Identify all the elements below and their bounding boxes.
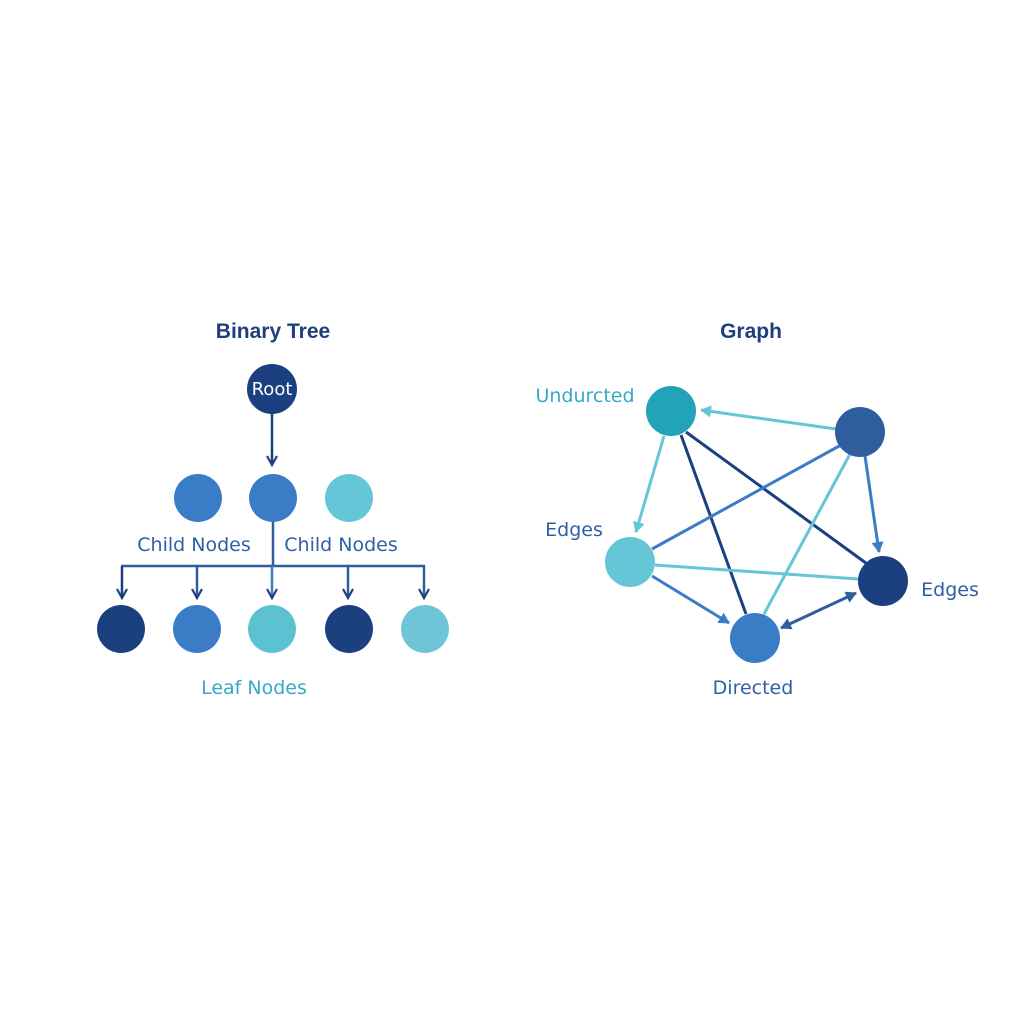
edge-b-e — [762, 453, 852, 615]
edge-a-to-c — [633, 435, 666, 533]
leaf-node-5 — [401, 605, 449, 653]
graph: Graph Undurcted Edges Edges Directed — [535, 320, 978, 699]
edge-e-d-bidirectional — [780, 591, 857, 630]
graph-label-edges-right: Edges — [921, 579, 979, 601]
leaf-node-1 — [97, 605, 145, 653]
leaf-node-2 — [173, 605, 221, 653]
graph-node-edges-right — [858, 556, 908, 606]
edge-b-c — [651, 443, 842, 551]
child-node-left — [174, 474, 222, 522]
edge-a-d — [685, 430, 871, 568]
edge-c-d — [654, 563, 859, 581]
graph-node-undurcted — [646, 386, 696, 436]
root-label: Root — [252, 379, 293, 400]
child-node-center — [249, 474, 297, 522]
tree-title: Binary Tree — [216, 320, 330, 343]
graph-label-edges-left: Edges — [545, 519, 603, 541]
binary-tree: Binary Tree Root Child Nodes Child Nodes… — [97, 320, 449, 699]
root-node — [247, 364, 297, 414]
edge-c-to-e — [651, 574, 730, 625]
child-label-right: Child Nodes — [284, 534, 397, 556]
leaf-node-4 — [325, 605, 373, 653]
leaf-label: Leaf Nodes — [201, 677, 307, 699]
graph-title: Graph — [720, 320, 782, 343]
child-label-left: Child Nodes — [137, 534, 250, 556]
edge-b-to-a — [700, 405, 837, 431]
graph-node-edges-left — [605, 537, 655, 587]
graph-node-directed — [730, 613, 780, 663]
child-node-right — [325, 474, 373, 522]
graph-label-directed: Directed — [713, 677, 794, 699]
edge-b-to-d — [863, 455, 884, 553]
graph-node-top-right — [835, 407, 885, 457]
graph-label-undurcted: Undurcted — [535, 385, 634, 407]
leaf-node-3 — [248, 605, 296, 653]
edge-a-e — [679, 434, 748, 615]
